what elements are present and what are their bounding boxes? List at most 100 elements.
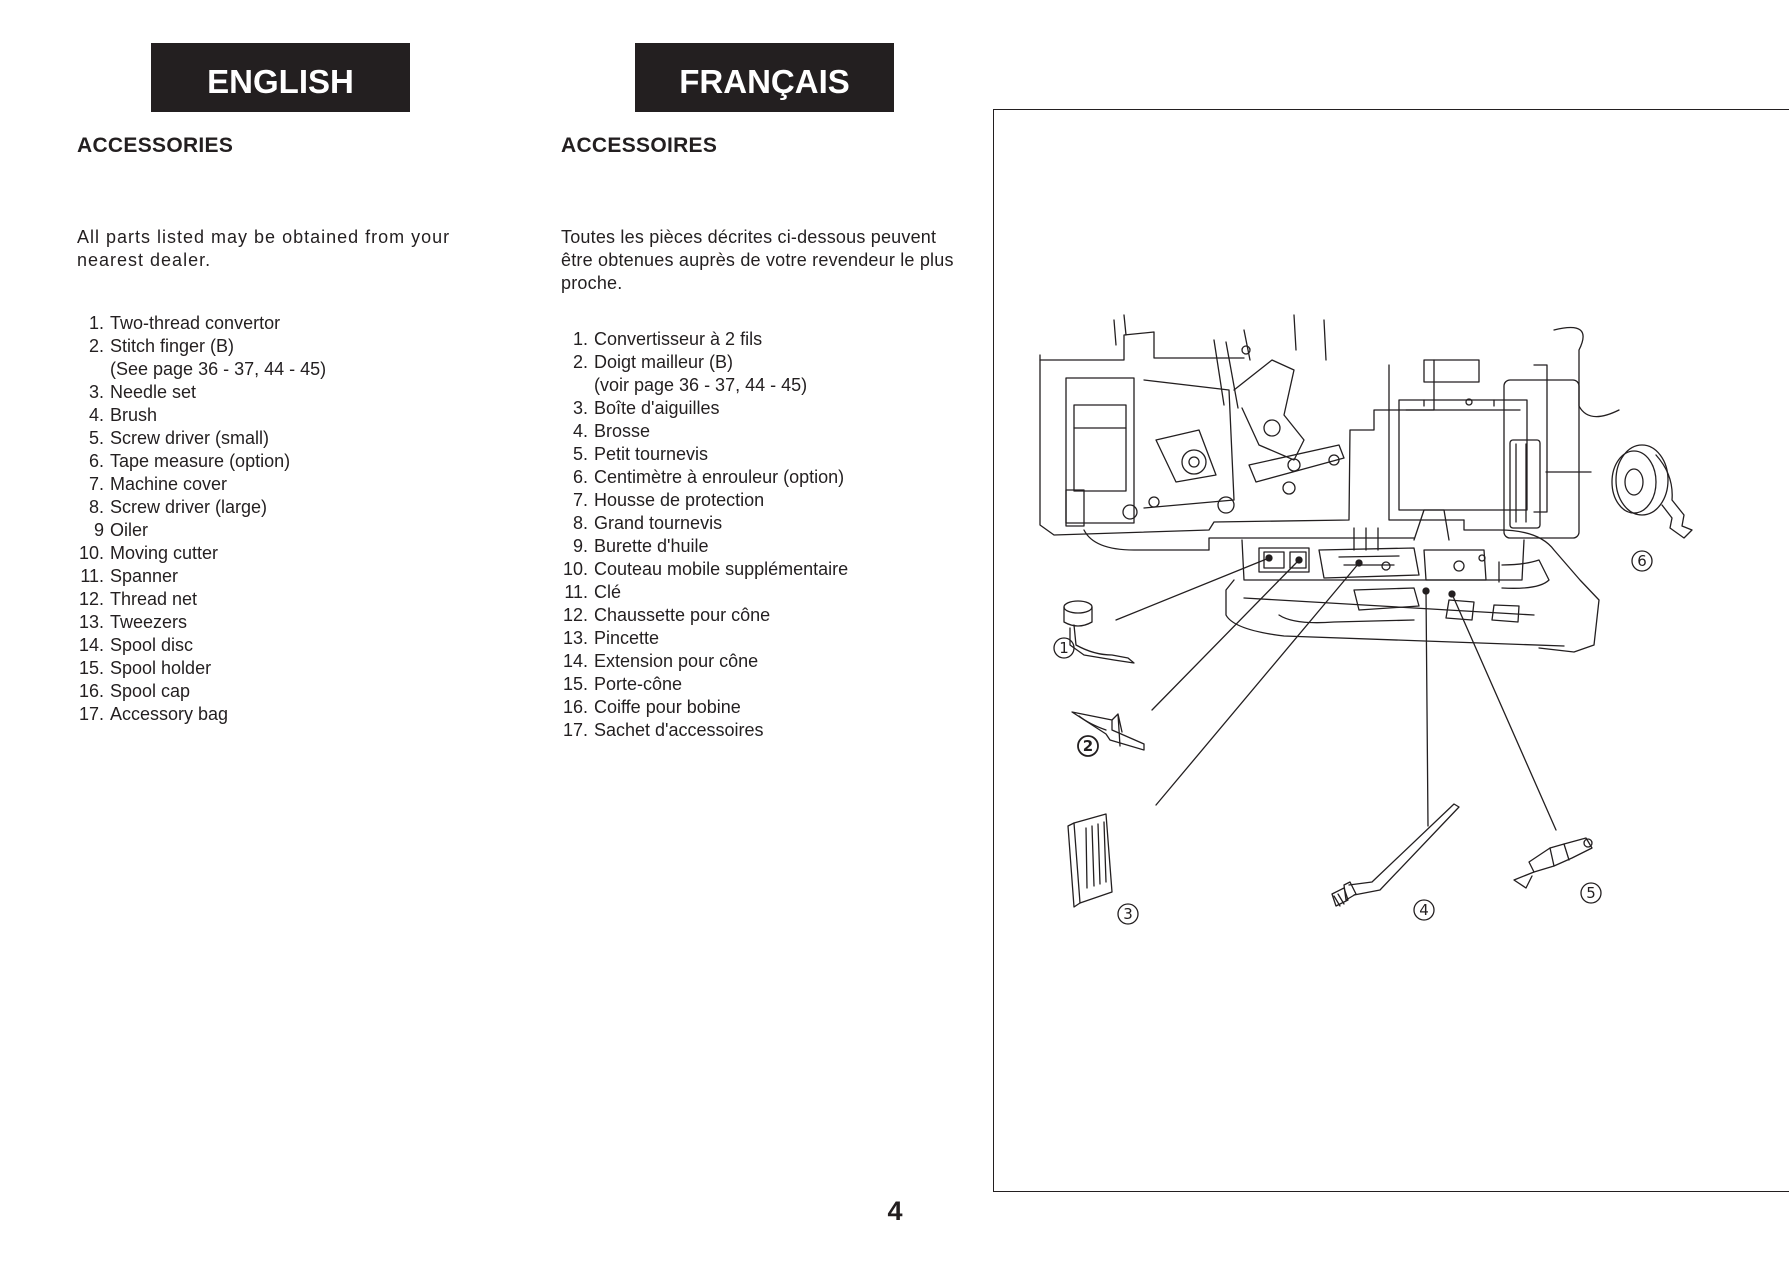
item-label: Stitch finger (B) xyxy=(110,336,235,356)
french-section-title: ACCESSOIRES xyxy=(561,134,718,157)
parts-list-item: 16. Coiffe pour bobine xyxy=(561,696,848,719)
item-label: Machine cover xyxy=(110,474,228,494)
item-label: Extension pour cône xyxy=(594,651,759,671)
item-label: Grand tournevis xyxy=(594,513,723,533)
parts-list-item: 5. Screw driver (small) xyxy=(77,427,326,450)
french-intro-line: proche. xyxy=(561,273,623,293)
item-number: 10. xyxy=(78,543,109,563)
callout-2: 2 xyxy=(1083,737,1093,755)
french-intro: Toutes les pièces décrites ci-dessous pe… xyxy=(561,226,973,295)
item-number: 7. xyxy=(572,490,593,510)
parts-list-item: 13. Pincette xyxy=(561,627,848,650)
french-intro-line: être obtenues auprès de votre revendeur … xyxy=(561,250,954,270)
item-label: Porte-cône xyxy=(594,674,683,694)
english-intro-line: All parts listed may be obtained from yo… xyxy=(77,227,451,247)
item-label: Screw driver (small) xyxy=(110,428,270,448)
item-number: 17. xyxy=(562,720,593,740)
item-number: 2. xyxy=(572,352,593,372)
item-number: 10. xyxy=(562,559,593,579)
parts-list-item: 14. Spool disc xyxy=(77,634,326,657)
item-label: Brosse xyxy=(594,421,651,441)
item-label: Centimètre à enrouleur (option) xyxy=(594,467,845,487)
item-number xyxy=(561,374,593,397)
parts-list-item: 12. Thread net xyxy=(77,588,326,611)
callout-6: 6 xyxy=(1637,552,1647,570)
item-label: Burette d'huile xyxy=(594,536,709,556)
page-number: 4 xyxy=(887,1196,903,1226)
parts-list-item: 8. Screw driver (large) xyxy=(77,496,326,519)
english-banner-label: ENGLISH xyxy=(207,62,354,100)
parts-list-item: 1. Convertisseur à 2 fils xyxy=(561,328,848,351)
item-label: Housse de protection xyxy=(594,490,765,510)
item-number: 15. xyxy=(78,658,109,678)
parts-list-item: 9 Oiler xyxy=(77,519,326,542)
parts-list-item: 11. Clé xyxy=(561,581,848,604)
parts-list-item: 10. Couteau mobile supplémentaire xyxy=(561,558,848,581)
item-label: Brush xyxy=(110,405,158,425)
item-number: 5. xyxy=(572,444,593,464)
item-number: 9 xyxy=(93,520,109,540)
item-label: Convertisseur à 2 fils xyxy=(594,329,763,349)
item-number: 9. xyxy=(572,536,593,556)
item-label: Doigt mailleur (B) xyxy=(594,352,734,372)
item-label: Couteau mobile supplémentaire xyxy=(594,559,849,579)
french-banner-label: FRANÇAIS xyxy=(679,62,850,100)
machine-drawing xyxy=(1039,314,1620,653)
item-label: Boîte d'aiguilles xyxy=(594,398,720,418)
parts-list-item: 7. Housse de protection xyxy=(561,489,848,512)
callout-1: 1 xyxy=(1059,639,1069,657)
parts-list-item: 3. Boîte d'aiguilles xyxy=(561,397,848,420)
parts-list-item: 8. Grand tournevis xyxy=(561,512,848,535)
item-number: 12. xyxy=(78,589,109,609)
item-number: 2. xyxy=(88,336,109,356)
parts-list-item: 17. Sachet d'accessoires xyxy=(561,719,848,742)
item-label: Screw driver (large) xyxy=(110,497,268,517)
parts-list-item: 13. Tweezers xyxy=(77,611,326,634)
english-banner: ENGLISH xyxy=(151,43,410,112)
item-number xyxy=(77,358,109,381)
parts-list-item: 9. Burette d'huile xyxy=(561,535,848,558)
item-label: Oiler xyxy=(110,520,149,540)
brush-illustration xyxy=(1331,803,1460,907)
stitch-finger-illustration xyxy=(1071,711,1145,751)
callout-5: 5 xyxy=(1586,884,1596,902)
item-number: 4. xyxy=(88,405,109,425)
item-number: 16. xyxy=(78,681,109,701)
item-number: 13. xyxy=(78,612,109,632)
two-thread-convertor-illustration xyxy=(1063,600,1135,664)
parts-list-item: 14. Extension pour cône xyxy=(561,650,848,673)
parts-list-item: (See page 36 - 37, 44 - 45) xyxy=(77,358,326,381)
parts-list-item: 16. Spool cap xyxy=(77,680,326,703)
item-label: Sachet d'accessoires xyxy=(594,720,764,740)
item-label: Moving cutter xyxy=(110,543,219,563)
french-intro-line: Toutes les pièces décrites ci-dessous pe… xyxy=(561,227,937,247)
item-number: 17. xyxy=(78,704,109,724)
parts-list-item: 3. Needle set xyxy=(77,381,326,404)
item-number: 11. xyxy=(80,566,109,586)
parts-list-item: 17. Accessory bag xyxy=(77,703,326,726)
item-number: 4. xyxy=(572,421,593,441)
item-label: Thread net xyxy=(110,589,198,609)
leader-lines xyxy=(1115,471,1592,831)
item-label: Chaussette pour cône xyxy=(594,605,771,625)
parts-list-item: 11. Spanner xyxy=(77,565,326,588)
item-number: 1. xyxy=(572,329,593,349)
parts-list-item: 4. Brosse xyxy=(561,420,848,443)
item-number: 6. xyxy=(572,467,593,487)
item-number: 16. xyxy=(562,697,593,717)
item-number: 7. xyxy=(88,474,109,494)
item-label: Tweezers xyxy=(110,612,188,632)
callout-labels: 1 2 3 4 5 6 xyxy=(1053,550,1653,925)
parts-list-item: 7. Machine cover xyxy=(77,473,326,496)
item-number: 5. xyxy=(88,428,109,448)
parts-list-item: (voir page 36 - 37, 44 - 45) xyxy=(561,374,848,397)
callout-3: 3 xyxy=(1123,905,1133,923)
item-number: 11. xyxy=(564,582,593,602)
item-label: Needle set xyxy=(110,382,197,402)
item-number: 13. xyxy=(562,628,593,648)
item-number: 3. xyxy=(88,382,109,402)
french-banner: FRANÇAIS xyxy=(635,43,894,112)
accessories-illustration: 1 2 3 4 5 6 xyxy=(1039,314,1693,925)
